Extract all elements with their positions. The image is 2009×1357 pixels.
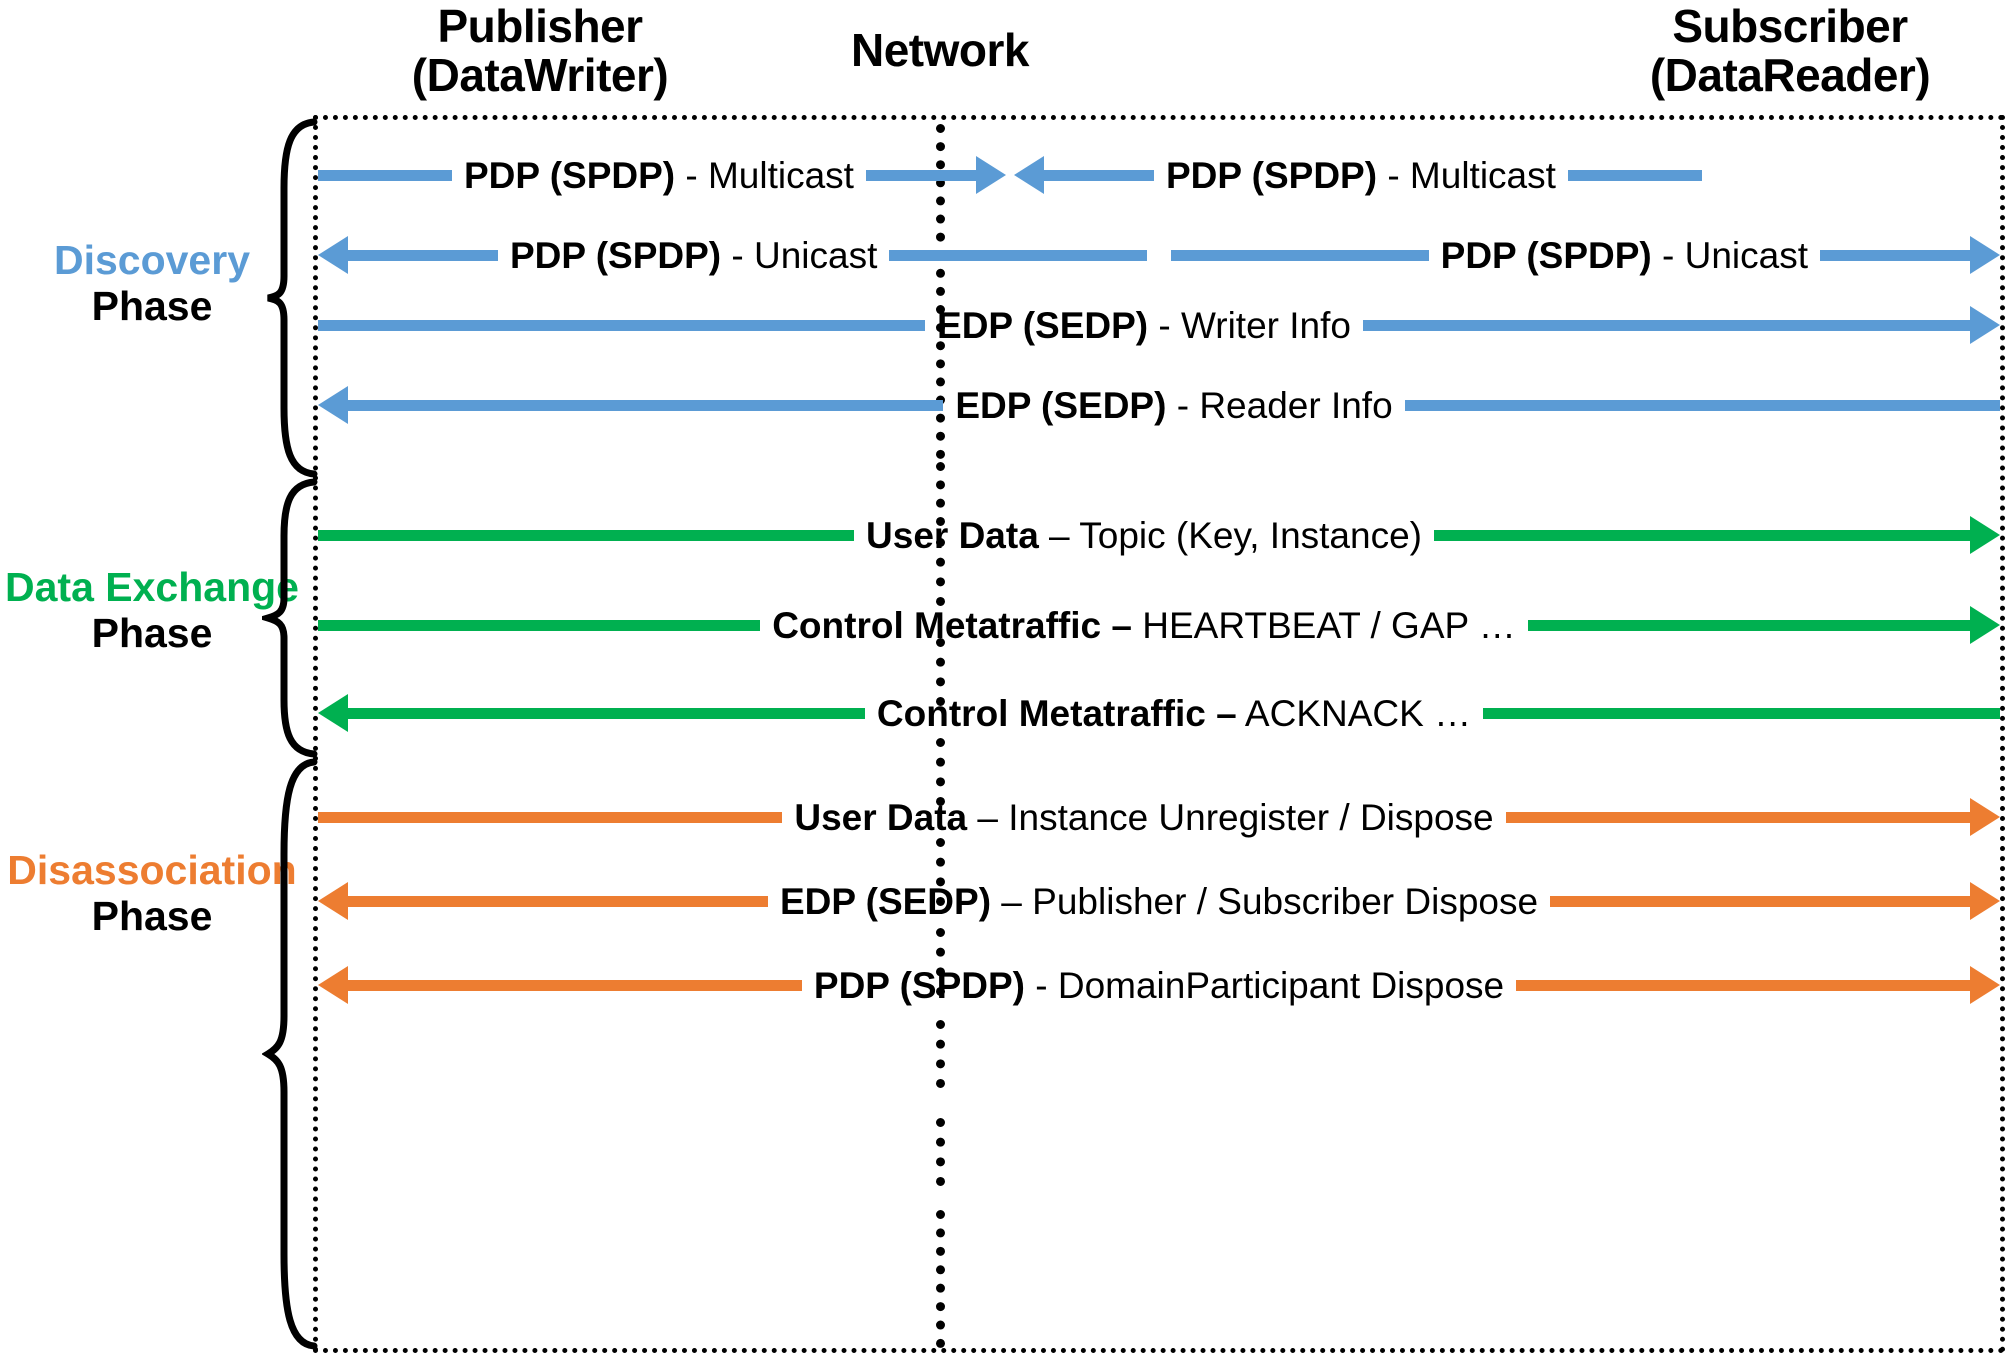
message-row-edp-sedp-publisher-subscriber-dispose: EDP (SEDP) – Publisher / Subscriber Disp… <box>318 874 2001 928</box>
message-label: EDP (SEDP) – Publisher / Subscriber Disp… <box>768 883 1550 920</box>
message-label-rest: – Instance Unregister / Dispose <box>967 796 1494 838</box>
message-label-rest: ACKNACK … <box>1236 692 1472 734</box>
phase-word-discovery: Phase <box>91 282 213 329</box>
message-label-bold: User Data <box>794 796 968 838</box>
arrow-right-icon <box>1970 606 2000 644</box>
message-label-left: PDP (SPDP) - Unicast <box>498 237 889 274</box>
column-header-publisher: Publisher (DataWriter) <box>330 2 750 100</box>
message-label: EDP (SEDP) - Reader Info <box>943 387 1404 424</box>
message-label-rest: - Writer Info <box>1148 304 1351 346</box>
message-label-rest: – Publisher / Subscriber Dispose <box>991 880 1539 922</box>
subscriber-subtitle: (DataReader) <box>1649 48 1931 101</box>
column-header-network: Network <box>790 26 1090 75</box>
message-label-bold: PDP (SPDP) <box>510 234 722 276</box>
message-label-right: PDP (SPDP) - Multicast <box>1154 157 1568 194</box>
network-divider-segment <box>936 928 945 996</box>
publisher-title: Publisher <box>437 0 643 52</box>
phase-name-data-exchange: Data Exchange <box>5 564 299 610</box>
message-label-bold: Control Metatraffic – <box>876 692 1237 734</box>
message-label-bold: PDP (SPDP) <box>813 964 1025 1006</box>
message-label-rest: - Unicast <box>1651 234 1808 276</box>
message-label-bold: EDP (SEDP) <box>937 304 1149 346</box>
arrow-left-icon <box>318 694 348 732</box>
message-label-rest: - Multicast <box>675 154 854 196</box>
network-divider-segment <box>936 838 945 906</box>
phase-label-discovery: Discovery Phase <box>2 237 302 330</box>
message-label: EDP (SEDP) - Writer Info <box>925 307 1363 344</box>
message-label-bold: EDP (SEDP) <box>779 880 992 922</box>
network-divider-segment <box>936 638 945 706</box>
arrow-right-icon <box>1970 798 2000 836</box>
message-row-control-metatraffic-heartbeat-gap: Control Metatraffic – HEARTBEAT / GAP … <box>318 598 2000 652</box>
brace-discovery <box>262 118 320 478</box>
message-row-pdp-spdp-domainparticipant-dispose: PDP (SPDP) - DomainParticipant Dispose <box>318 958 2001 1012</box>
network-divider-segment <box>936 124 945 459</box>
message-label-bold: Control Metatraffic – <box>772 604 1132 646</box>
network-divider-segment <box>936 1020 945 1088</box>
message-label-bold: PDP (SPDP) <box>1440 234 1652 276</box>
network-divider-segment <box>936 1118 945 1186</box>
message-label-left: PDP (SPDP) - Multicast <box>452 157 866 194</box>
message-row-control-metatraffic-acknack: Control Metatraffic – ACKNACK … <box>318 686 2001 740</box>
network-divider-segment <box>936 1210 945 1348</box>
message-label-rest: - Multicast <box>1377 154 1556 196</box>
network-title: Network <box>851 24 1029 76</box>
message-label-rest: HEARTBEAT / GAP … <box>1131 604 1516 646</box>
message-row-pdp-spdp-multicast: PDP (SPDP) - Multicast PDP (SPDP) - Mult… <box>318 148 2000 202</box>
message-row-user-data-topic: User Data – Topic (Key, Instance) <box>318 508 2001 562</box>
diagram-border-box <box>313 115 2005 1353</box>
message-label: PDP (SPDP) - DomainParticipant Dispose <box>802 967 1516 1004</box>
message-row-user-data-instance-unregister-dispose: User Data – Instance Unregister / Dispos… <box>318 790 2000 844</box>
arrow-left-icon <box>318 966 348 1004</box>
message-label-bold: PDP (SPDP) <box>464 154 676 196</box>
message-row-pdp-spdp-unicast: PDP (SPDP) - Unicast PDP (SPDP) - Unicas… <box>318 228 2000 282</box>
arrow-left-icon <box>318 386 348 424</box>
message-label-rest: - DomainParticipant Dispose <box>1024 964 1505 1006</box>
arrow-right-icon <box>1970 882 2001 920</box>
message-label-right: PDP (SPDP) - Unicast <box>1429 237 1820 274</box>
arrow-right-icon <box>1970 236 2000 274</box>
message-label: User Data – Instance Unregister / Dispos… <box>782 799 1505 836</box>
message-row-edp-sedp-reader-info: EDP (SEDP) - Reader Info <box>318 378 2001 432</box>
arrow-right-icon <box>1970 306 2001 344</box>
message-label-bold: PDP (SPDP) <box>1165 154 1378 196</box>
network-divider-segment <box>936 462 945 526</box>
phase-label-disassociation: Disassociation Phase <box>2 847 302 940</box>
column-header-subscriber: Subscriber (DataReader) <box>1570 2 2009 100</box>
phase-word-data-exchange: Phase <box>91 609 213 656</box>
message-label: Control Metatraffic – ACKNACK … <box>865 695 1483 732</box>
network-divider-segment <box>936 538 945 606</box>
phase-name-discovery: Discovery <box>53 237 250 283</box>
phase-word-disassociation: Phase <box>91 892 213 939</box>
publisher-subtitle: (DataWriter) <box>411 48 669 101</box>
brace-data-exchange <box>262 478 320 758</box>
arrow-right-icon <box>1970 966 2001 1004</box>
arrow-left-icon <box>318 882 348 920</box>
brace-disassociation <box>262 758 320 1350</box>
message-label-rest: - Unicast <box>721 234 878 276</box>
subscriber-title: Subscriber <box>1672 0 1908 52</box>
message-row-edp-sedp-writer-info: EDP (SEDP) - Writer Info <box>318 298 2001 352</box>
message-label: Control Metatraffic – HEARTBEAT / GAP … <box>760 607 1528 644</box>
message-label: User Data – Topic (Key, Instance) <box>854 517 1434 554</box>
arrow-right-icon <box>975 156 1006 194</box>
arrow-right-icon <box>1970 516 2001 554</box>
phase-label-data-exchange: Data Exchange Phase <box>2 564 302 657</box>
phase-name-disassociation: Disassociation <box>7 847 297 893</box>
message-label-bold: EDP (SEDP) <box>955 384 1167 426</box>
message-label-rest: - Reader Info <box>1166 384 1393 426</box>
arrow-left-icon <box>318 236 348 274</box>
network-divider-segment <box>936 738 945 806</box>
arrow-left-icon <box>1013 156 1044 194</box>
message-label-bold: User Data <box>866 514 1039 556</box>
message-label-rest: – Topic (Key, Instance) <box>1038 514 1422 556</box>
